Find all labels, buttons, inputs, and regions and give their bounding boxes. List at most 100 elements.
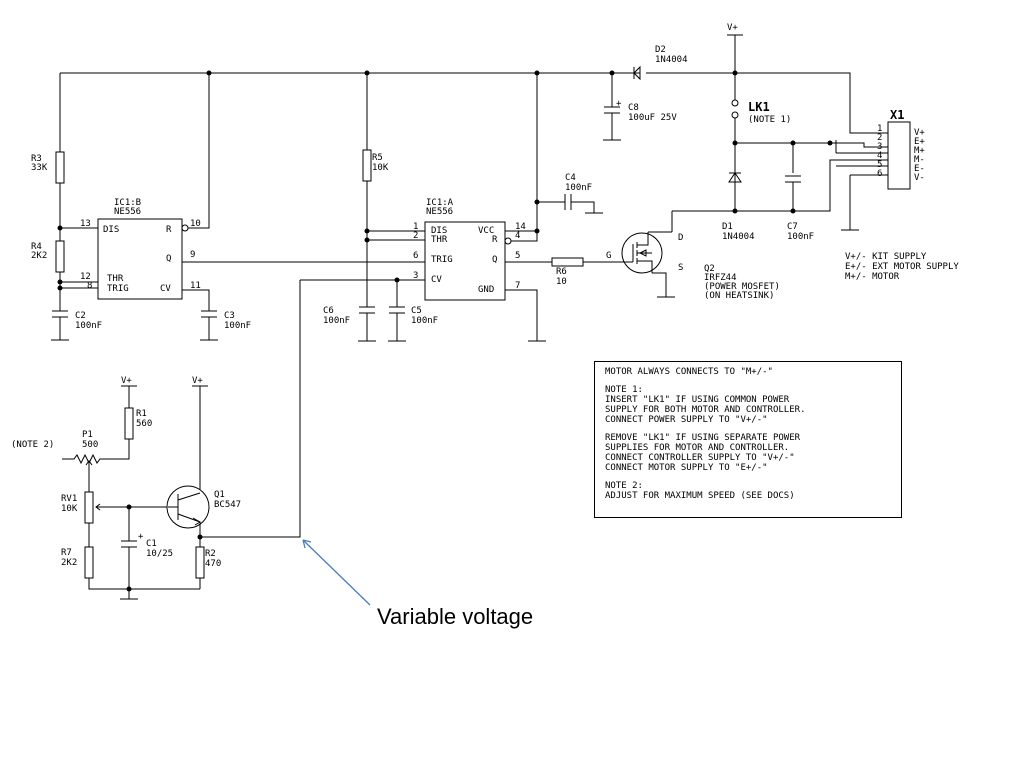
- notes-note1-remove: REMOVE "LK1" IF USING SEPARATE POWER SUP…: [605, 433, 801, 473]
- p1-potentiometer: P1 500 (NOTE 2): [11, 430, 108, 472]
- x1-label-5: E-: [914, 164, 925, 174]
- vplus-top: V+: [727, 23, 743, 100]
- lk1-note: (NOTE 1): [748, 115, 791, 125]
- ic1a-pin-q: Q: [492, 255, 497, 265]
- q2-ref: Q2: [704, 264, 715, 274]
- ic1a-pinnum-vcc: 14: [515, 222, 526, 232]
- c3-value: 100nF: [224, 321, 251, 331]
- ic1a-chip: IC1:A NE556 DIS THR TRIG CV VCC R Q GND …: [413, 198, 526, 301]
- ic1a-pinnum-cv: 3: [413, 271, 418, 281]
- c1-capacitor: + C1 10/25: [120, 532, 173, 600]
- legend-line-2: E+/- EXT MOTOR SUPPLY: [845, 262, 959, 272]
- r7-value: 2K2: [61, 558, 77, 568]
- ic1b-pinnum-q: 9: [190, 250, 195, 260]
- ic1b-pin-cv: CV: [160, 284, 171, 294]
- rv1-value: 10K: [61, 504, 78, 514]
- ic1a-pinnum-dis: 1: [413, 222, 418, 232]
- r5-ref: R5: [372, 153, 383, 163]
- q2-note2: (ON HEATSINK): [704, 291, 774, 301]
- r4-resistor: R4 2K2: [31, 240, 65, 273]
- q2-note1: (POWER MOSFET): [704, 282, 780, 292]
- q2-value: IRFZ44: [704, 273, 737, 283]
- ic1b-pinnum-cv: 11: [190, 281, 201, 291]
- notes-note2: NOTE 2: ADJUST FOR MAXIMUM SPEED (SEE DO…: [605, 481, 901, 501]
- notes-note2-text: ADJUST FOR MAXIMUM SPEED (SEE DOCS): [605, 491, 795, 501]
- c2-value: 100nF: [75, 321, 102, 331]
- c3-ref: C3: [224, 311, 235, 321]
- ic1a-pin-dis: DIS: [431, 226, 447, 236]
- notes-note1-title: NOTE 1:: [605, 385, 643, 395]
- ic1b-pinnum-trig: 8: [87, 281, 92, 291]
- ic1b-pin-dis: DIS: [103, 225, 119, 235]
- ic1b-chip: IC1:B NE556 DIS R Q THR TRIG CV 13 10 9 …: [80, 198, 201, 300]
- r7-ref: R7: [61, 548, 72, 558]
- lk1-link: LK1 (NOTE 1): [731, 99, 791, 173]
- c1-ref: C1: [146, 539, 157, 549]
- lk1-ref: LK1: [748, 100, 770, 114]
- annotation-arrow: [302, 539, 371, 606]
- c6-capacitor: C6 100nF: [323, 306, 376, 342]
- d1-value: 1N4004: [722, 232, 755, 242]
- x1-pin-3: 3: [877, 142, 882, 152]
- r6-ref: R6: [556, 267, 567, 277]
- r1-ref: R1: [136, 409, 147, 419]
- variable-voltage-caption: Variable voltage: [377, 604, 534, 629]
- x1-pin-5: 5: [877, 160, 882, 170]
- c8-value: 100uF 25V: [628, 113, 677, 123]
- ic1b-pinnum-dis: 13: [80, 219, 91, 229]
- c4-capacitor: C4 100nF: [564, 173, 603, 214]
- ic1a-ref: IC1:A: [426, 198, 454, 208]
- ic1a-pinnum-r: 4: [515, 231, 520, 241]
- notes-motor-line: MOTOR ALWAYS CONNECTS TO "M+/-": [605, 367, 773, 377]
- ic1b-pin-trig: TRIG: [107, 284, 129, 294]
- r2-value: 470: [205, 559, 221, 569]
- ic1a-pin-gnd: GND: [478, 285, 494, 295]
- ic1a-part: NE556: [426, 207, 453, 217]
- r2-resistor: R2 470: [195, 537, 221, 589]
- c2-capacitor: C2 100nF: [51, 310, 102, 341]
- p1-ref: P1: [82, 430, 93, 440]
- c5-capacitor: C5 100nF: [388, 306, 438, 342]
- c6-ref: C6: [323, 306, 334, 316]
- c3-capacitor: C3 100nF: [200, 310, 251, 341]
- notes-note1: NOTE 1: INSERT "LK1" IF USING COMMON POW…: [605, 385, 901, 425]
- x1-label-3: M+: [914, 146, 925, 156]
- notes-note1-text: INSERT "LK1" IF USING COMMON POWER SUPPL…: [605, 395, 806, 425]
- supply-legend: V+/- KIT SUPPLY E+/- EXT MOTOR SUPPLY M+…: [845, 252, 959, 282]
- x1-pin-6: 6: [877, 169, 882, 179]
- q2-gate-label: G: [606, 251, 611, 261]
- c2-ref: C2: [75, 311, 86, 321]
- svg-text:+: +: [138, 532, 144, 542]
- q1-value: BC547: [214, 500, 241, 510]
- d2-ref: D2: [655, 45, 666, 55]
- c7-ref: C7: [787, 222, 798, 232]
- ic1b-pin-r: R: [166, 225, 172, 235]
- ic1b-pinnum-r: 10: [190, 219, 201, 229]
- r4-value: 2K2: [31, 251, 47, 261]
- ic1a-pin-cv: CV: [431, 275, 442, 285]
- x1-pin-1: 1: [877, 124, 882, 134]
- x1-pin-2: 2: [877, 133, 882, 143]
- ic1a-pinnum-trig: 6: [413, 251, 418, 261]
- r1-resistor: R1 560: [108, 407, 152, 460]
- r3-resistor: R3 33K: [31, 151, 65, 184]
- q2-source-label: S: [678, 263, 683, 273]
- r3-value: 33K: [31, 163, 48, 173]
- p1-note: (NOTE 2): [11, 440, 54, 450]
- c8-capacitor: + C8 100uF 25V: [603, 73, 677, 141]
- r7-resistor: R7 2K2: [61, 546, 200, 590]
- r2-ref: R2: [205, 549, 216, 559]
- q1-ref: Q1: [214, 490, 225, 500]
- q1-transistor: Q1 BC547: [166, 485, 241, 537]
- x1-label-2: E+: [914, 137, 925, 147]
- r5-resistor: R5 10K: [362, 73, 389, 307]
- ic1a-pin-r: R: [492, 235, 498, 245]
- d1-ref: D1: [722, 222, 733, 232]
- r6-value: 10: [556, 277, 567, 287]
- c4-value: 100nF: [565, 183, 592, 193]
- vplus-q1-label: V+: [192, 376, 203, 386]
- c7-value: 100nF: [787, 232, 814, 242]
- r6-resistor: R6 10: [551, 257, 584, 287]
- x1-label-1: V+: [914, 128, 925, 138]
- q2-mosfet: G D S Q2 IRFZ44 (POWER MOSFET) (ON HEATS…: [606, 211, 780, 301]
